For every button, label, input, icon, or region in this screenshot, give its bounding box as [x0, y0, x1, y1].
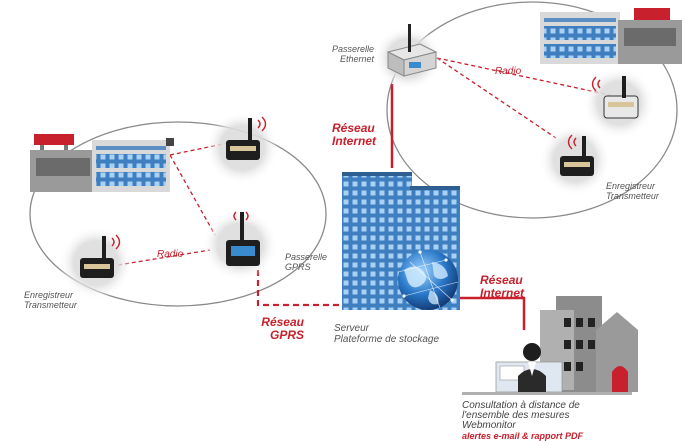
building-icon [540, 8, 682, 64]
gprs-link [256, 270, 340, 307]
logger-right-label: Enregistreur Transmetteur [606, 181, 659, 201]
data-logger-icon [591, 76, 639, 119]
gateway-ethernet-label: Passerelle Ethernet [331, 44, 374, 64]
data-logger-icon [226, 116, 267, 160]
data-logger-icon [80, 234, 121, 278]
network-gprs: Réseau GPRS [261, 315, 304, 342]
internet-link-right [448, 296, 526, 330]
gateway-ethernet-icon [386, 24, 438, 77]
left-network-ring [29, 121, 327, 307]
data-logger-icon [560, 134, 594, 176]
gateway-gprs-icon [226, 211, 260, 266]
logger-left-label: Enregistreur Transmetteur [24, 290, 77, 310]
network-internet-right: Réseau Internet [480, 273, 525, 300]
server-label: Serveur Plateforme de stockage [334, 323, 440, 345]
consultation-text: Consultation à distance de l'ensemble de… [462, 400, 584, 441]
factory-icon [540, 296, 638, 392]
consultation-alerts: alertes e-mail & rapport PDF [462, 431, 584, 441]
right-network-ring [386, 1, 678, 219]
building-icon [30, 134, 174, 192]
radio-links [117, 57, 611, 266]
gateway-gprs-label: Passerelle GPRS [285, 252, 328, 272]
globe-icon [397, 250, 459, 310]
network-internet-top: Réseau Internet [332, 121, 377, 148]
radio-label-left: Radio [157, 249, 184, 260]
radio-label-right: Radio [495, 66, 522, 77]
